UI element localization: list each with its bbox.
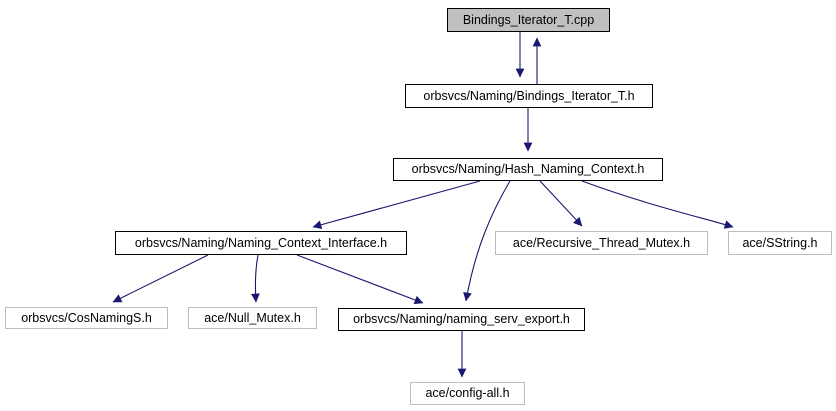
edge-hash-to-naming-context-interface (312, 180, 481, 230)
edge-naming-context-interface-to-naming-serv-export (296, 254, 424, 305)
node-hash-naming-context-h[interactable]: orbsvcs/Naming/Hash_Naming_Context.h (393, 158, 663, 181)
edge-naming-context-interface-to-null-mutex (251, 254, 260, 303)
edge-hash-to-naming-serv-export (463, 180, 511, 302)
node-naming-context-interface-h[interactable]: orbsvcs/Naming/Naming_Context_Interface.… (115, 231, 407, 255)
edge-naming-context-interface-to-cosnamings (112, 254, 209, 303)
node-null-mutex-h: ace/Null_Mutex.h (188, 307, 317, 329)
node-naming-serv-export-h[interactable]: orbsvcs/Naming/naming_serv_export.h (338, 308, 585, 331)
node-bindings-iterator-t-cpp: Bindings_Iterator_T.cpp (447, 8, 610, 32)
node-config-all-h: ace/config-all.h (410, 382, 525, 405)
edge-hash-to-sstring (581, 180, 734, 229)
node-recursive-thread-mutex-h: ace/Recursive_Thread_Mutex.h (495, 231, 708, 255)
node-sstring-h: ace/SString.h (728, 231, 832, 255)
edge-hash-to-recursive-thread-mutex (539, 180, 583, 227)
node-cosnamings-h: orbsvcs/CosNamingS.h (5, 307, 168, 329)
node-bindings-iterator-t-h[interactable]: orbsvcs/Naming/Bindings_Iterator_T.h (405, 84, 653, 108)
